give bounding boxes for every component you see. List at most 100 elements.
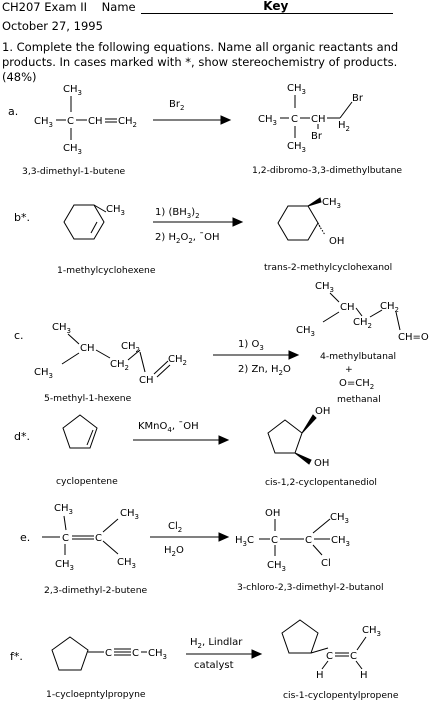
product-e-structure: OH H3C C C CH3 CH3 Cl CH3 [235,508,350,573]
atom-label: C [350,651,357,662]
atom-label: CH2 [380,301,399,314]
reactant-d-structure [62,414,98,449]
atom-label: H2 [338,120,350,133]
atom-label: C [291,114,298,125]
atom-label: CH3 [52,322,71,335]
atom-label: Br [352,93,364,104]
atom-label: CH3 [287,83,306,96]
atom-label: CH3 [296,325,315,338]
atom-label: C [95,533,102,544]
atom-label: H3C [235,535,254,548]
atom-label: CH2 [121,341,140,354]
product-f-structure: C H C CH3 H [281,619,381,681]
reaction-e: e. CH3 CH3 C C CH3 CH3 2,3-dimethyl-2-bu… [20,503,384,596]
atom-label: C [132,648,139,659]
reagent-b-line2: 2) H2O2, ¯OH [155,232,220,245]
course-title: CH207 Exam II [2,0,88,14]
reactant-e-structure: CH3 CH3 C C CH3 CH3 [42,503,139,572]
product-c2-name: methanal [337,394,381,405]
reaction-label-e: e. [20,531,30,544]
arrow-head [218,532,230,542]
reaction-label-f: f*. [10,650,23,663]
atom-label: CH3 [287,141,306,154]
atom-label: CH2 [168,354,187,367]
atom-label: CH3 [315,281,334,294]
atom-label: C [271,535,278,546]
product-d-structure: OH OH [267,406,330,469]
atom-label: CH3 [258,114,277,127]
atom-label: C [105,648,112,659]
product-f-name: cis-1-cyclopentylpropene [283,690,399,701]
reagent-e2: H [164,545,172,556]
reactant-c-name: 5-methyl-1-hexene [44,393,132,404]
atom-label: CH3 [362,625,381,638]
reaction-d: d*. cyclopentene KMnO4, ¯OH OH OH cis-1,… [14,406,377,488]
plus-sign: + [345,364,353,375]
atom-label: CH3 [267,560,286,573]
svg-text:KMnO4, ¯OH: KMnO4, ¯OH [138,421,199,434]
atom-label: CH3 [63,84,82,97]
atom-label: CH [139,375,154,386]
atom-label: CH3 [120,508,139,521]
exam-date: October 27, 1995 [2,19,103,33]
svg-text:Cl2: Cl2 [168,521,182,534]
svg-text:H2O: H2O [164,545,184,558]
reactant-f-name: 1-cycloepntylpropyne [46,689,146,700]
atom-label: CH3 [331,535,350,548]
name-field-line: Key [141,0,394,14]
reactant-a-structure: CH3 CH3 C CH CH2 CH3 [34,84,137,156]
atom-label: CH3 [34,367,53,380]
atom-label: Cl [321,558,331,569]
reagent-f2: catalyst [194,660,234,671]
atom-label: C [67,116,74,127]
reactant-b-structure: CH3 [63,204,125,240]
atom-label: OH [315,406,330,417]
product-d-name: cis-1,2-cyclopentanediol [265,477,377,488]
atom-label: OH [329,236,344,247]
reaction-label-c: c. [14,329,24,342]
product-a-name: 1,2-dibromo-3,3-dimethylbutane [252,165,402,176]
reagent-d: KMnO [138,421,168,432]
atom-label: OH [314,458,329,469]
atom-label: CH [80,343,95,354]
atom-label: CH2 [118,116,137,129]
product-c1-structure: CH3 CH CH3 CH2 CH2 CH=O [296,281,429,343]
atom-label: H [316,670,324,681]
reaction-label-a: a. [8,105,18,118]
atom-label: OH [265,508,280,519]
reaction-a: a. CH3 CH3 C CH CH2 CH3 3,3-dimethyl-1-b… [8,83,402,177]
atom-label: CH3 [54,503,73,516]
reactant-a-name: 3,3-dimethyl-1-butene [22,166,126,177]
reactant-f-structure: C C CH3 [51,636,167,671]
atom-label: CH [340,302,355,313]
product-b-name: trans-2-methylcyclohexanol [264,262,392,273]
reagent-b-line1: 1) (BH3)2 [155,207,200,220]
exam-header: CH207 Exam II Name Key [2,0,394,14]
atom-label: Br [311,131,323,142]
product-a-structure: CH3 CH3 C CH Br H2 Br CH3 [258,83,364,154]
atom-label: CH3 [63,143,82,156]
reagent-f: H [190,637,198,648]
atom-label: CH2 [110,359,129,372]
reactant-d-name: cyclopentene [56,476,118,487]
atom-label: CH2 [353,317,372,330]
reaction-label-b: b*. [14,211,30,224]
atom-label: CH3 [148,648,167,661]
atom-label: CH=O [398,332,429,343]
atom-label: C [62,533,69,544]
product-c1-name: 4-methylbutanal [320,351,396,362]
atom-label: CH3 [330,512,349,525]
atom-label: CH [88,116,103,127]
name-label: Name [101,0,136,14]
reaction-label-d: d*. [14,430,30,443]
reactant-c-structure: CH3 CH CH3 CH2 CH2 CH CH2 [34,322,187,386]
reagent-c-line1: 1) O3 [238,339,264,352]
atom-label: C [326,651,333,662]
product-c2-structure: O=CH2 [339,378,374,391]
atom-label: CH [311,114,326,125]
product-b-structure: CH3 OH [277,197,344,247]
atom-label: H [360,670,368,681]
atom-label: CH3 [322,197,341,210]
